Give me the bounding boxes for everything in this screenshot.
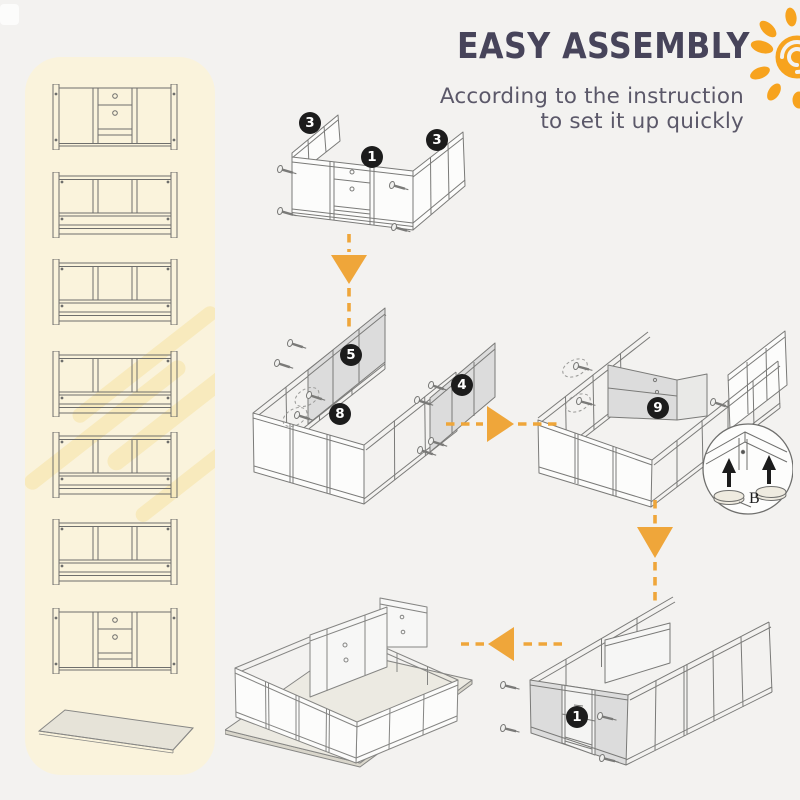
badge-3-right: 3 [426,129,448,151]
page-title: EASY ASSEMBLY [457,26,750,67]
part-base-board [37,709,195,754]
part-frame-panel-2 [51,172,179,238]
screw-icon [571,360,595,376]
corner-highlight [0,4,19,25]
sun-icon [747,4,800,112]
step5-diagram [225,597,473,768]
part-door-panel-1 [51,84,179,150]
screw-icon [708,396,732,412]
step1-diagram [275,114,466,237]
part-frame-panel-6 [51,519,179,585]
foot-detail-inset [702,423,793,515]
foot-pad-label: B [749,490,760,507]
badge-3-left: 3 [299,112,321,134]
screw-icon [285,337,309,353]
badge-1-door: 1 [566,706,588,728]
step3-diagram [537,330,793,515]
badge-5: 5 [340,344,362,366]
subtitle-line-1: According to the instruction [439,84,744,109]
page-subtitle: According to the instruction to set it u… [440,84,744,135]
up-arrow-icon [722,455,776,487]
screw-icon [498,722,522,737]
parts-column [25,57,215,775]
badge-8: 8 [329,403,351,425]
part-frame-panel-4 [51,351,179,417]
screw-icon [272,357,296,373]
subtitle-line-2: to set it up quickly [540,109,744,135]
screw-icon [498,679,522,694]
part-door-panel-7 [51,608,179,674]
step4-diagram [498,596,773,767]
badge-9: 9 [647,397,669,419]
badge-1-front: 1 [361,146,383,168]
step2-diagram [252,307,496,505]
badge-4: 4 [451,374,473,396]
part-frame-panel-3 [51,259,179,325]
part-frame-panel-5 [51,432,179,498]
